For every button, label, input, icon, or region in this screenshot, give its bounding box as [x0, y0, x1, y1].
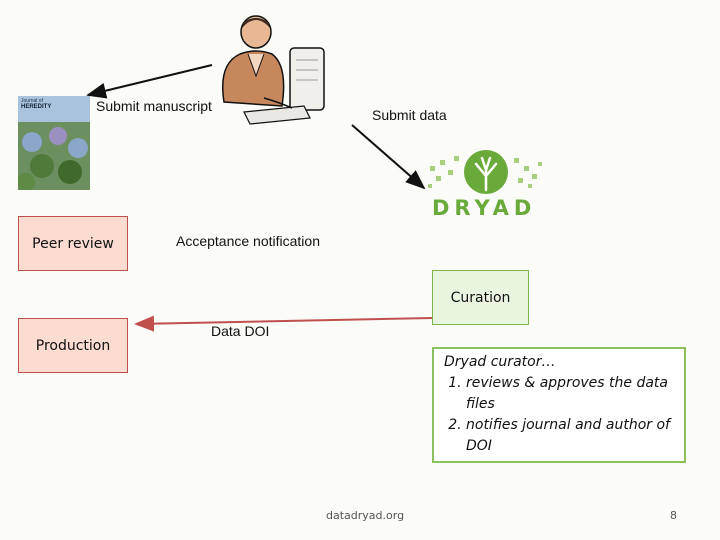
curator-note-box: Dryad curator… reviews & approves the da…	[432, 347, 686, 463]
journal-cover-line1: Journal of	[21, 98, 43, 104]
researcher-computer-image	[222, 15, 325, 125]
journal-cover-plant-graphic	[18, 122, 90, 190]
journal-cover-image: Journal of HEREDITY	[18, 96, 90, 190]
journal-cover-title: HEREDITY	[21, 104, 52, 110]
acceptance-notification-label: Acceptance notification	[176, 233, 320, 249]
dryad-logo-text: DRYAD	[432, 196, 537, 220]
curation-label: Curation	[450, 289, 511, 306]
arrow-to-dryad	[351, 124, 426, 190]
production-box: Production	[18, 318, 128, 373]
submit-data-label: Submit data	[372, 107, 447, 123]
submit-manuscript-label: Submit manuscript	[96, 98, 212, 114]
curator-note-item: reviews & approves the data files	[466, 373, 678, 415]
data-doi-label: Data DOI	[211, 323, 270, 339]
dryad-logo	[428, 150, 542, 194]
dryad-logo-dots	[428, 156, 542, 188]
curator-note-item: notifies journal and author of DOI	[466, 415, 678, 457]
production-label: Production	[35, 337, 111, 354]
arrow-to-journal	[86, 64, 213, 99]
arrow-data-doi	[134, 315, 433, 332]
curation-box: Curation	[432, 270, 529, 325]
peer-review-box: Peer review	[18, 216, 128, 271]
curator-note-list: reviews & approves the data files notifi…	[440, 373, 678, 457]
page-number: 8	[670, 509, 677, 522]
peer-review-label: Peer review	[32, 235, 114, 252]
curator-note-heading: Dryad curator…	[444, 354, 556, 370]
footer-url: datadryad.org	[326, 509, 405, 522]
